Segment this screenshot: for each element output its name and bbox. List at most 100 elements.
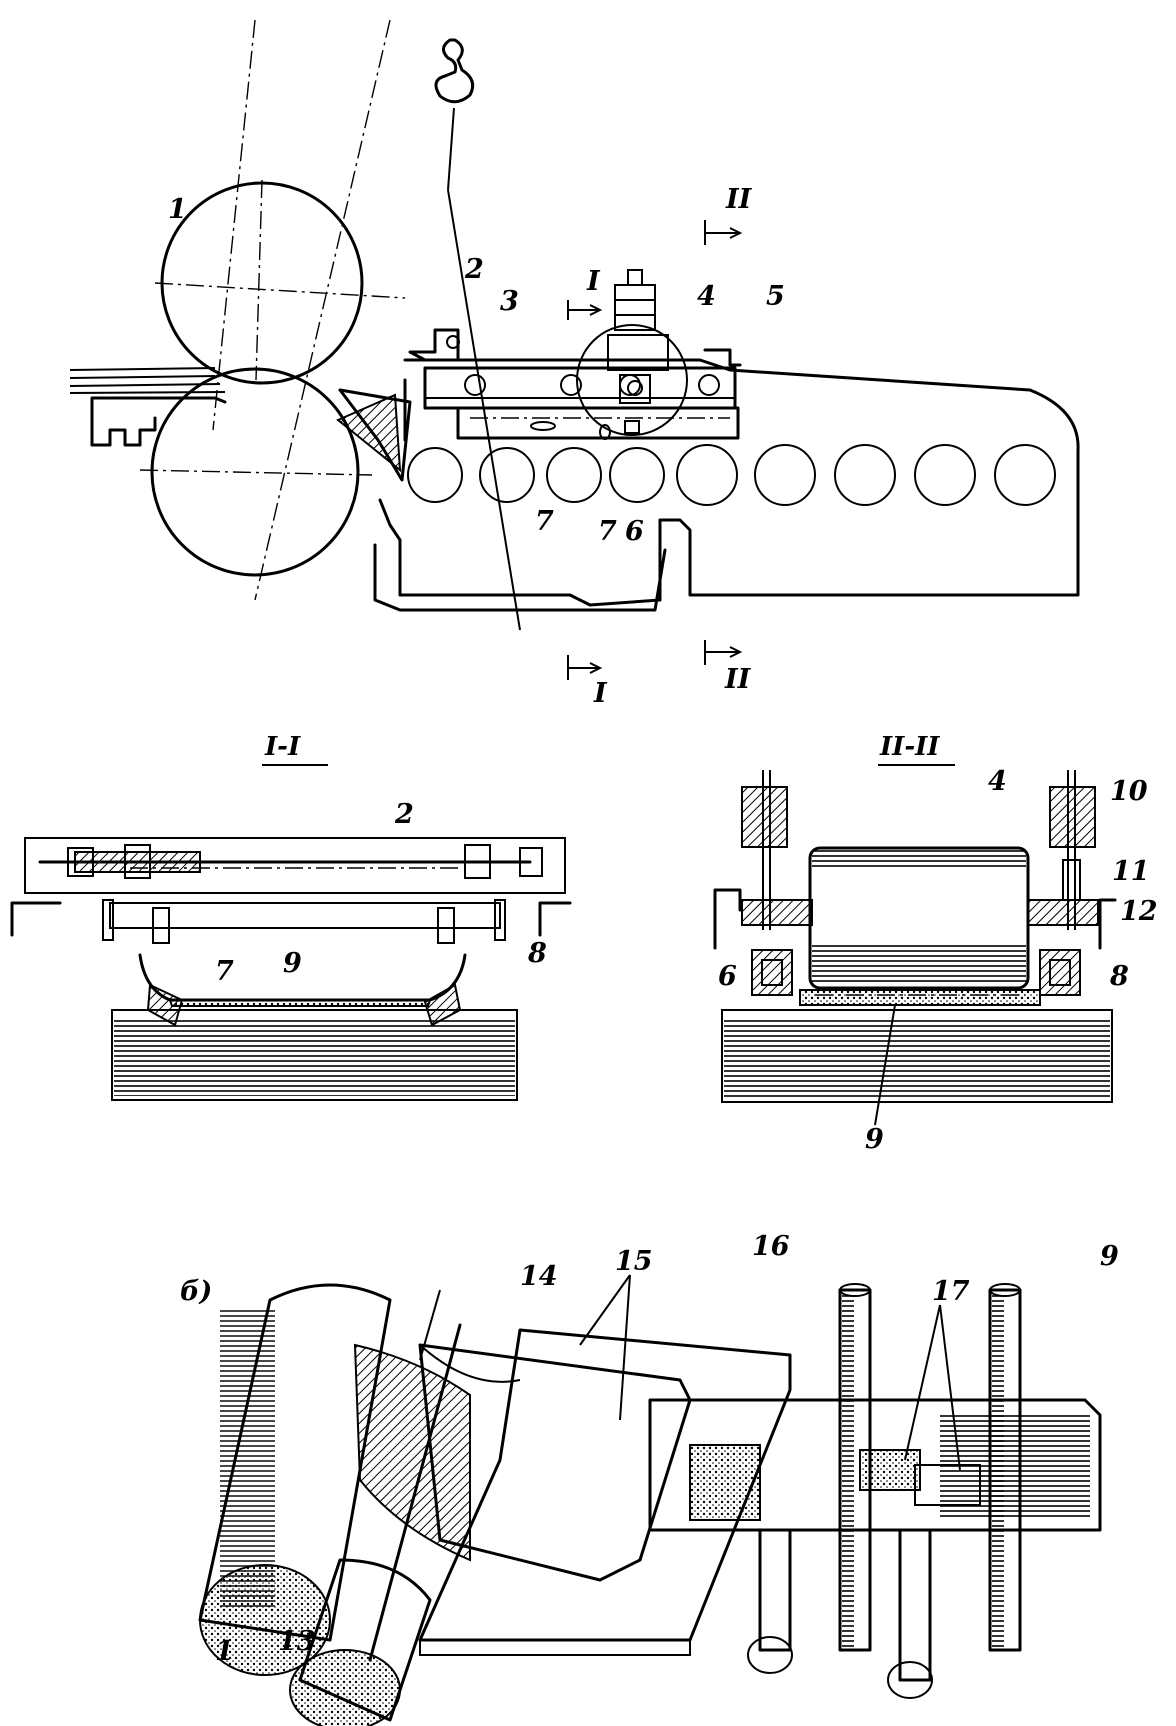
guide-rod-top	[419, 1289, 441, 1361]
fastener-7	[530, 421, 556, 431]
box-9	[648, 1398, 1102, 1532]
label-17: 17	[932, 1276, 970, 1307]
lower-roll-end	[289, 1649, 401, 1726]
label-8: 8	[527, 938, 547, 969]
label-11: 11	[1112, 856, 1150, 887]
label-4: 4	[697, 281, 716, 312]
section-II-top-label: II	[725, 184, 753, 215]
box-9-stripes	[940, 1415, 1090, 1520]
roller-foot	[887, 1661, 933, 1699]
roller-6	[751, 949, 793, 996]
entry-table-frame	[90, 396, 227, 447]
label-2: 2	[394, 799, 414, 830]
fastener-6	[624, 420, 640, 434]
view-top-side-elevation: 1 2 3 4 5 7 7 6 I I II II	[69, 19, 1080, 709]
nut-left	[124, 844, 151, 879]
vertical-rollers	[747, 1283, 1022, 1699]
bracket-2	[408, 328, 460, 362]
label-9: 9	[865, 1124, 884, 1155]
screw-thread	[74, 851, 201, 873]
leader-17	[939, 1304, 961, 1471]
label-3: 3	[500, 286, 519, 317]
base-rail	[721, 1009, 1113, 1103]
bracket-left	[713, 888, 742, 950]
motor-cap	[627, 269, 643, 286]
crossbeam	[109, 902, 501, 929]
leader-9	[874, 1004, 896, 1126]
plate-thickness	[419, 1640, 691, 1656]
gearbox-shaft	[627, 380, 643, 396]
table-roller	[479, 447, 535, 503]
leader-15	[579, 1274, 631, 1346]
drum-4-lower-stripes	[812, 945, 1026, 985]
label-6: 6	[718, 961, 737, 992]
label-9: 9	[1100, 1241, 1119, 1272]
bracket-12	[1098, 898, 1117, 950]
motor-housing	[614, 284, 656, 331]
upper-roll-end	[199, 1564, 331, 1676]
guide-wedge-top	[419, 1344, 521, 1383]
label-5: 5	[766, 281, 785, 312]
upper-roll-body	[198, 1283, 392, 1642]
section-I-top-label: I	[586, 266, 601, 297]
roll-axis-line	[212, 19, 256, 431]
upper-roll	[160, 181, 364, 385]
roller-8-core	[1049, 959, 1071, 986]
roller-foot	[747, 1636, 793, 1674]
roll-axis-line	[255, 179, 263, 381]
support-roller-3	[560, 374, 582, 396]
section-I-bottom-label: I	[593, 678, 608, 709]
base-rail	[111, 1009, 518, 1101]
curved-guide-9	[138, 953, 467, 1002]
bracket-post-left	[152, 907, 170, 944]
roller-table	[407, 444, 1056, 506]
fastener-7	[599, 424, 611, 440]
section-marker-II	[704, 220, 743, 665]
section-II-II-title: II-II	[879, 732, 940, 762]
label-10: 10	[1110, 776, 1148, 807]
angle-bracket-left	[10, 901, 62, 937]
bracket-post-right	[437, 907, 455, 944]
label-7a: 7	[535, 506, 554, 537]
section-I-I-title: I-I	[264, 732, 301, 762]
label-1: 1	[168, 194, 187, 225]
roller-8	[1039, 949, 1081, 996]
crossbeam-end-right	[494, 899, 506, 941]
hub-left	[741, 899, 813, 926]
base-rail-stripes	[724, 1018, 1110, 1098]
label-7: 7	[215, 956, 234, 987]
view-b-marker: б)	[180, 1276, 212, 1307]
roll-centerline	[154, 282, 406, 299]
gearbox-inner	[619, 374, 651, 404]
crossbeam-end-left	[102, 899, 114, 941]
roll-centerline	[139, 469, 373, 476]
lower-roller	[758, 1528, 792, 1652]
bearing-block-10-right	[1049, 786, 1096, 848]
mill-housing-outline	[378, 358, 1080, 607]
table-roller	[676, 444, 738, 506]
nut-left-end	[67, 847, 94, 877]
support-roller-3	[698, 374, 720, 396]
vertical-roller	[838, 1288, 872, 1652]
support-roller-3	[464, 374, 486, 396]
label-2: 2	[464, 254, 484, 285]
rolled-strip	[69, 367, 226, 394]
drum-4-stripes	[812, 850, 1026, 868]
angle-bracket-right	[538, 901, 572, 937]
guide-body	[338, 388, 412, 482]
label-1: 1	[215, 1636, 234, 1667]
insert-16	[689, 1444, 761, 1521]
table-roller	[546, 447, 602, 503]
guide-tongue-14	[353, 1343, 471, 1562]
section-I-I: I-I 2 7 9 8	[10, 732, 572, 1101]
vertical-roller	[988, 1288, 1022, 1652]
lower-roll	[150, 367, 360, 577]
section-II-II: II-II 4 10 11 12 6 8 9	[713, 732, 1158, 1155]
label-8: 8	[1109, 961, 1129, 992]
curved-guide-9-dots	[168, 999, 432, 1007]
drive-unit-4-outline	[576, 324, 688, 436]
table-roller	[407, 447, 463, 503]
vertical-roller-shade	[842, 1292, 854, 1648]
guide-rod	[368, 1323, 462, 1662]
